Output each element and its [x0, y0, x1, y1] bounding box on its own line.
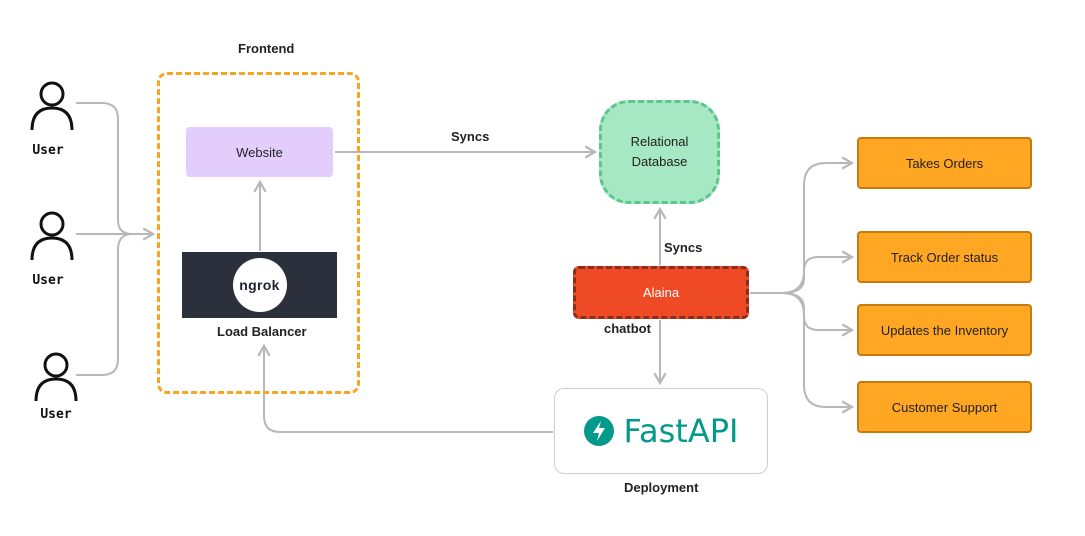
- task-label: Updates the Inventory: [880, 322, 1009, 338]
- task-track-order-status[interactable]: Track Order status: [857, 231, 1032, 283]
- alaina-db-sync-label: Syncs: [664, 240, 703, 255]
- chatbot-caption: chatbot: [604, 321, 651, 336]
- alaina-chatbot-node[interactable]: Alaina: [573, 266, 749, 319]
- user-label-3: User: [40, 407, 72, 422]
- task-label: Customer Support: [891, 399, 998, 415]
- user1-connector: [76, 102, 156, 241]
- fastapi-deployment-node[interactable]: FastAPI: [554, 388, 768, 474]
- user3-connector: [76, 233, 133, 376]
- user-label-1: User: [32, 143, 64, 158]
- alaina-to-task3-connector: [781, 292, 855, 337]
- database-label-line1: Relational: [630, 134, 689, 149]
- lightning-bolt-icon: [583, 416, 614, 446]
- frontend-group: [157, 72, 360, 394]
- ngrok-logo-text: ngrok: [239, 277, 280, 293]
- website-db-sync-label: Syncs: [451, 129, 490, 144]
- relational-database-node[interactable]: Relational Database: [599, 100, 720, 204]
- database-label-line2: Database: [631, 154, 688, 169]
- alaina-to-task4-connector: [781, 292, 855, 414]
- ngrok-logo: ngrok: [182, 252, 337, 318]
- fastapi-to-loadbalancer-connector: [257, 343, 553, 433]
- user-icon: [34, 352, 78, 402]
- user-icon: [30, 81, 74, 131]
- website-label: Website: [236, 144, 283, 160]
- task-updates-inventory[interactable]: Updates the Inventory: [857, 304, 1032, 356]
- user-icon: [30, 211, 74, 261]
- ngrok-logo-mark: ngrok: [232, 258, 287, 312]
- alaina-label: Alaina: [642, 285, 680, 300]
- user-label-2: User: [32, 273, 64, 288]
- task-label: Track Order status: [890, 249, 999, 265]
- load-balancer-label: Load Balancer: [217, 324, 307, 339]
- alaina-to-task1-connector: [750, 156, 855, 294]
- frontend-title: Frontend: [238, 41, 295, 56]
- website-node[interactable]: Website: [186, 127, 333, 177]
- task-takes-orders[interactable]: Takes Orders: [857, 137, 1032, 189]
- task-label: Takes Orders: [905, 155, 984, 171]
- alaina-to-task2-connector: [781, 250, 855, 294]
- task-customer-support[interactable]: Customer Support: [857, 381, 1032, 433]
- deployment-caption: Deployment: [624, 480, 699, 495]
- fastapi-logo-text: FastAPI: [623, 412, 739, 450]
